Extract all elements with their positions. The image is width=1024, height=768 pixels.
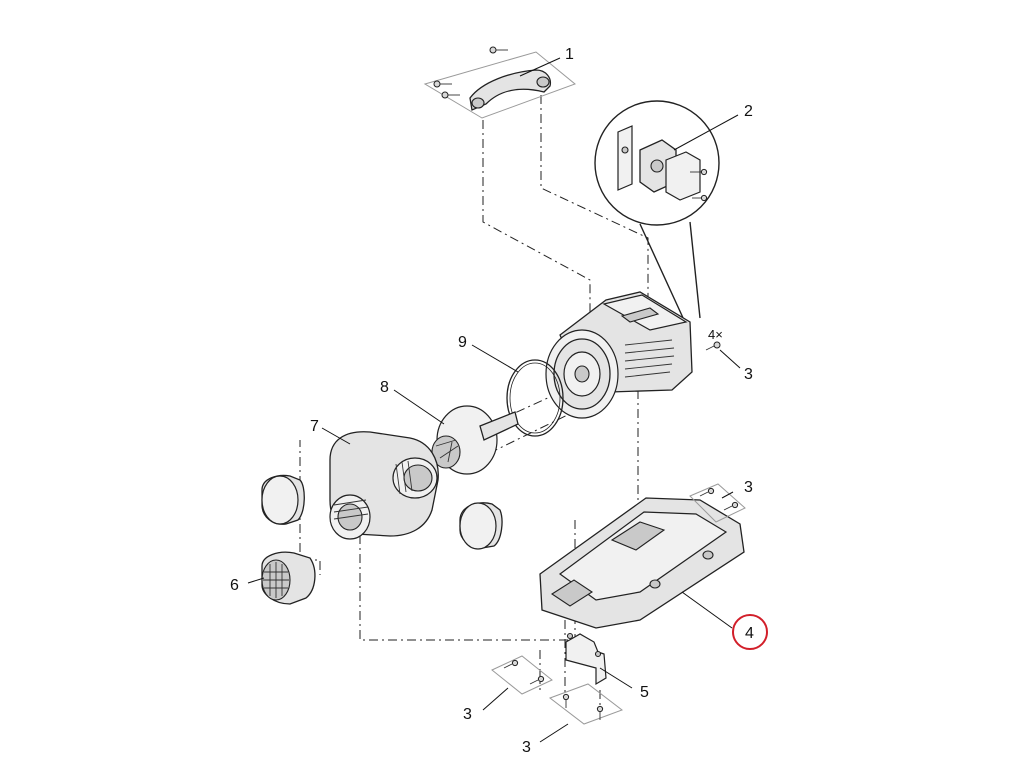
part-3-screws-bracket-bottom bbox=[548, 683, 624, 725]
cap-right bbox=[459, 502, 503, 550]
part-3-screws-bracket-left bbox=[491, 655, 553, 695]
label-7: 7 bbox=[310, 418, 319, 435]
label-3-base-screws: 3 bbox=[744, 479, 753, 496]
detail-screw-b bbox=[692, 194, 708, 202]
part-1-handle bbox=[423, 46, 576, 119]
label-9: 9 bbox=[458, 334, 467, 351]
part-9-o-ring bbox=[506, 359, 564, 437]
handle-screw-mid bbox=[441, 91, 460, 99]
part-7-pump-housing bbox=[329, 431, 439, 540]
leader-lines bbox=[247, 57, 741, 743]
label-6: 6 bbox=[230, 577, 239, 594]
part-3-screws-motor bbox=[705, 341, 721, 351]
detail-screw-a bbox=[690, 168, 708, 176]
part-5-bracket bbox=[565, 632, 607, 686]
label-3-quantity: 4× bbox=[708, 327, 723, 342]
handle-screw-top bbox=[489, 46, 508, 54]
detail-callout-tail bbox=[639, 221, 701, 321]
part-labels: 1 2 4× 3 3 4 5 3 3 6 7 8 9 bbox=[230, 46, 754, 756]
detail-cover bbox=[665, 151, 701, 201]
handle-screw-left bbox=[433, 80, 452, 88]
handle bbox=[469, 69, 552, 111]
part-2-detail bbox=[594, 100, 720, 321]
detail-mount-plate bbox=[617, 125, 633, 191]
handle-plate-outline bbox=[423, 51, 576, 119]
highlight-circle bbox=[732, 614, 768, 650]
label-1: 1 bbox=[565, 46, 574, 63]
cap-left bbox=[261, 474, 305, 525]
part-8-impeller bbox=[431, 405, 519, 475]
part-4-base bbox=[539, 497, 745, 629]
label-3-bracket-bottom-screws: 3 bbox=[522, 739, 531, 756]
label-4: 4 bbox=[745, 625, 754, 642]
label-5: 5 bbox=[640, 684, 649, 701]
motor-housing bbox=[545, 291, 693, 419]
label-8: 8 bbox=[380, 379, 389, 396]
label-2: 2 bbox=[744, 103, 753, 120]
part-3-screws-base bbox=[689, 483, 746, 523]
part-6-strainer bbox=[261, 551, 316, 605]
label-3-motor-screws: 3 bbox=[744, 366, 753, 383]
label-3-bracket-left-screws: 3 bbox=[463, 706, 472, 723]
